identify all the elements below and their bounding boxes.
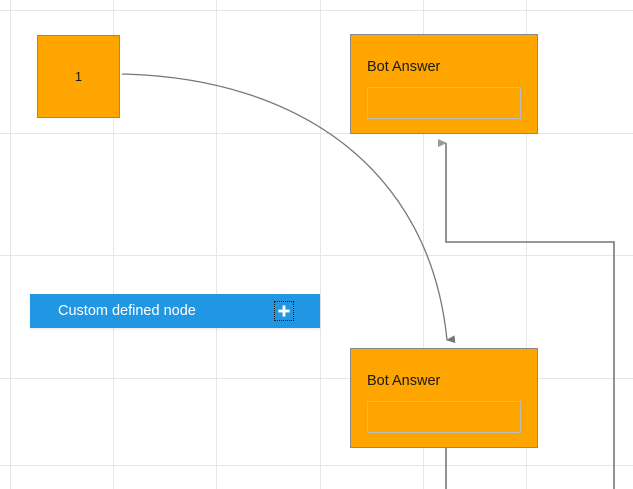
node-square-1-label: 1 — [74, 69, 83, 84]
node-bot-answer-top-slot[interactable] — [367, 87, 521, 119]
edge-edge-curved[interactable] — [121, 73, 456, 344]
node-bot-answer-bottom-slot[interactable] — [367, 401, 521, 433]
edge-edge-orthogonal[interactable] — [438, 139, 615, 489]
node-square-1[interactable]: 1 — [37, 35, 120, 118]
node-bot-answer-top[interactable]: Bot Answer — [350, 34, 538, 134]
node-bot-answer-bottom[interactable]: Bot Answer — [350, 348, 538, 448]
node-bot-answer-top-title: Bot Answer — [367, 59, 441, 75]
plus-icon[interactable] — [274, 301, 294, 321]
custom-defined-node-bar[interactable]: Custom defined node — [30, 294, 320, 328]
node-bot-answer-bottom-title: Bot Answer — [367, 373, 441, 389]
custom-defined-node-label: Custom defined node — [58, 302, 196, 319]
